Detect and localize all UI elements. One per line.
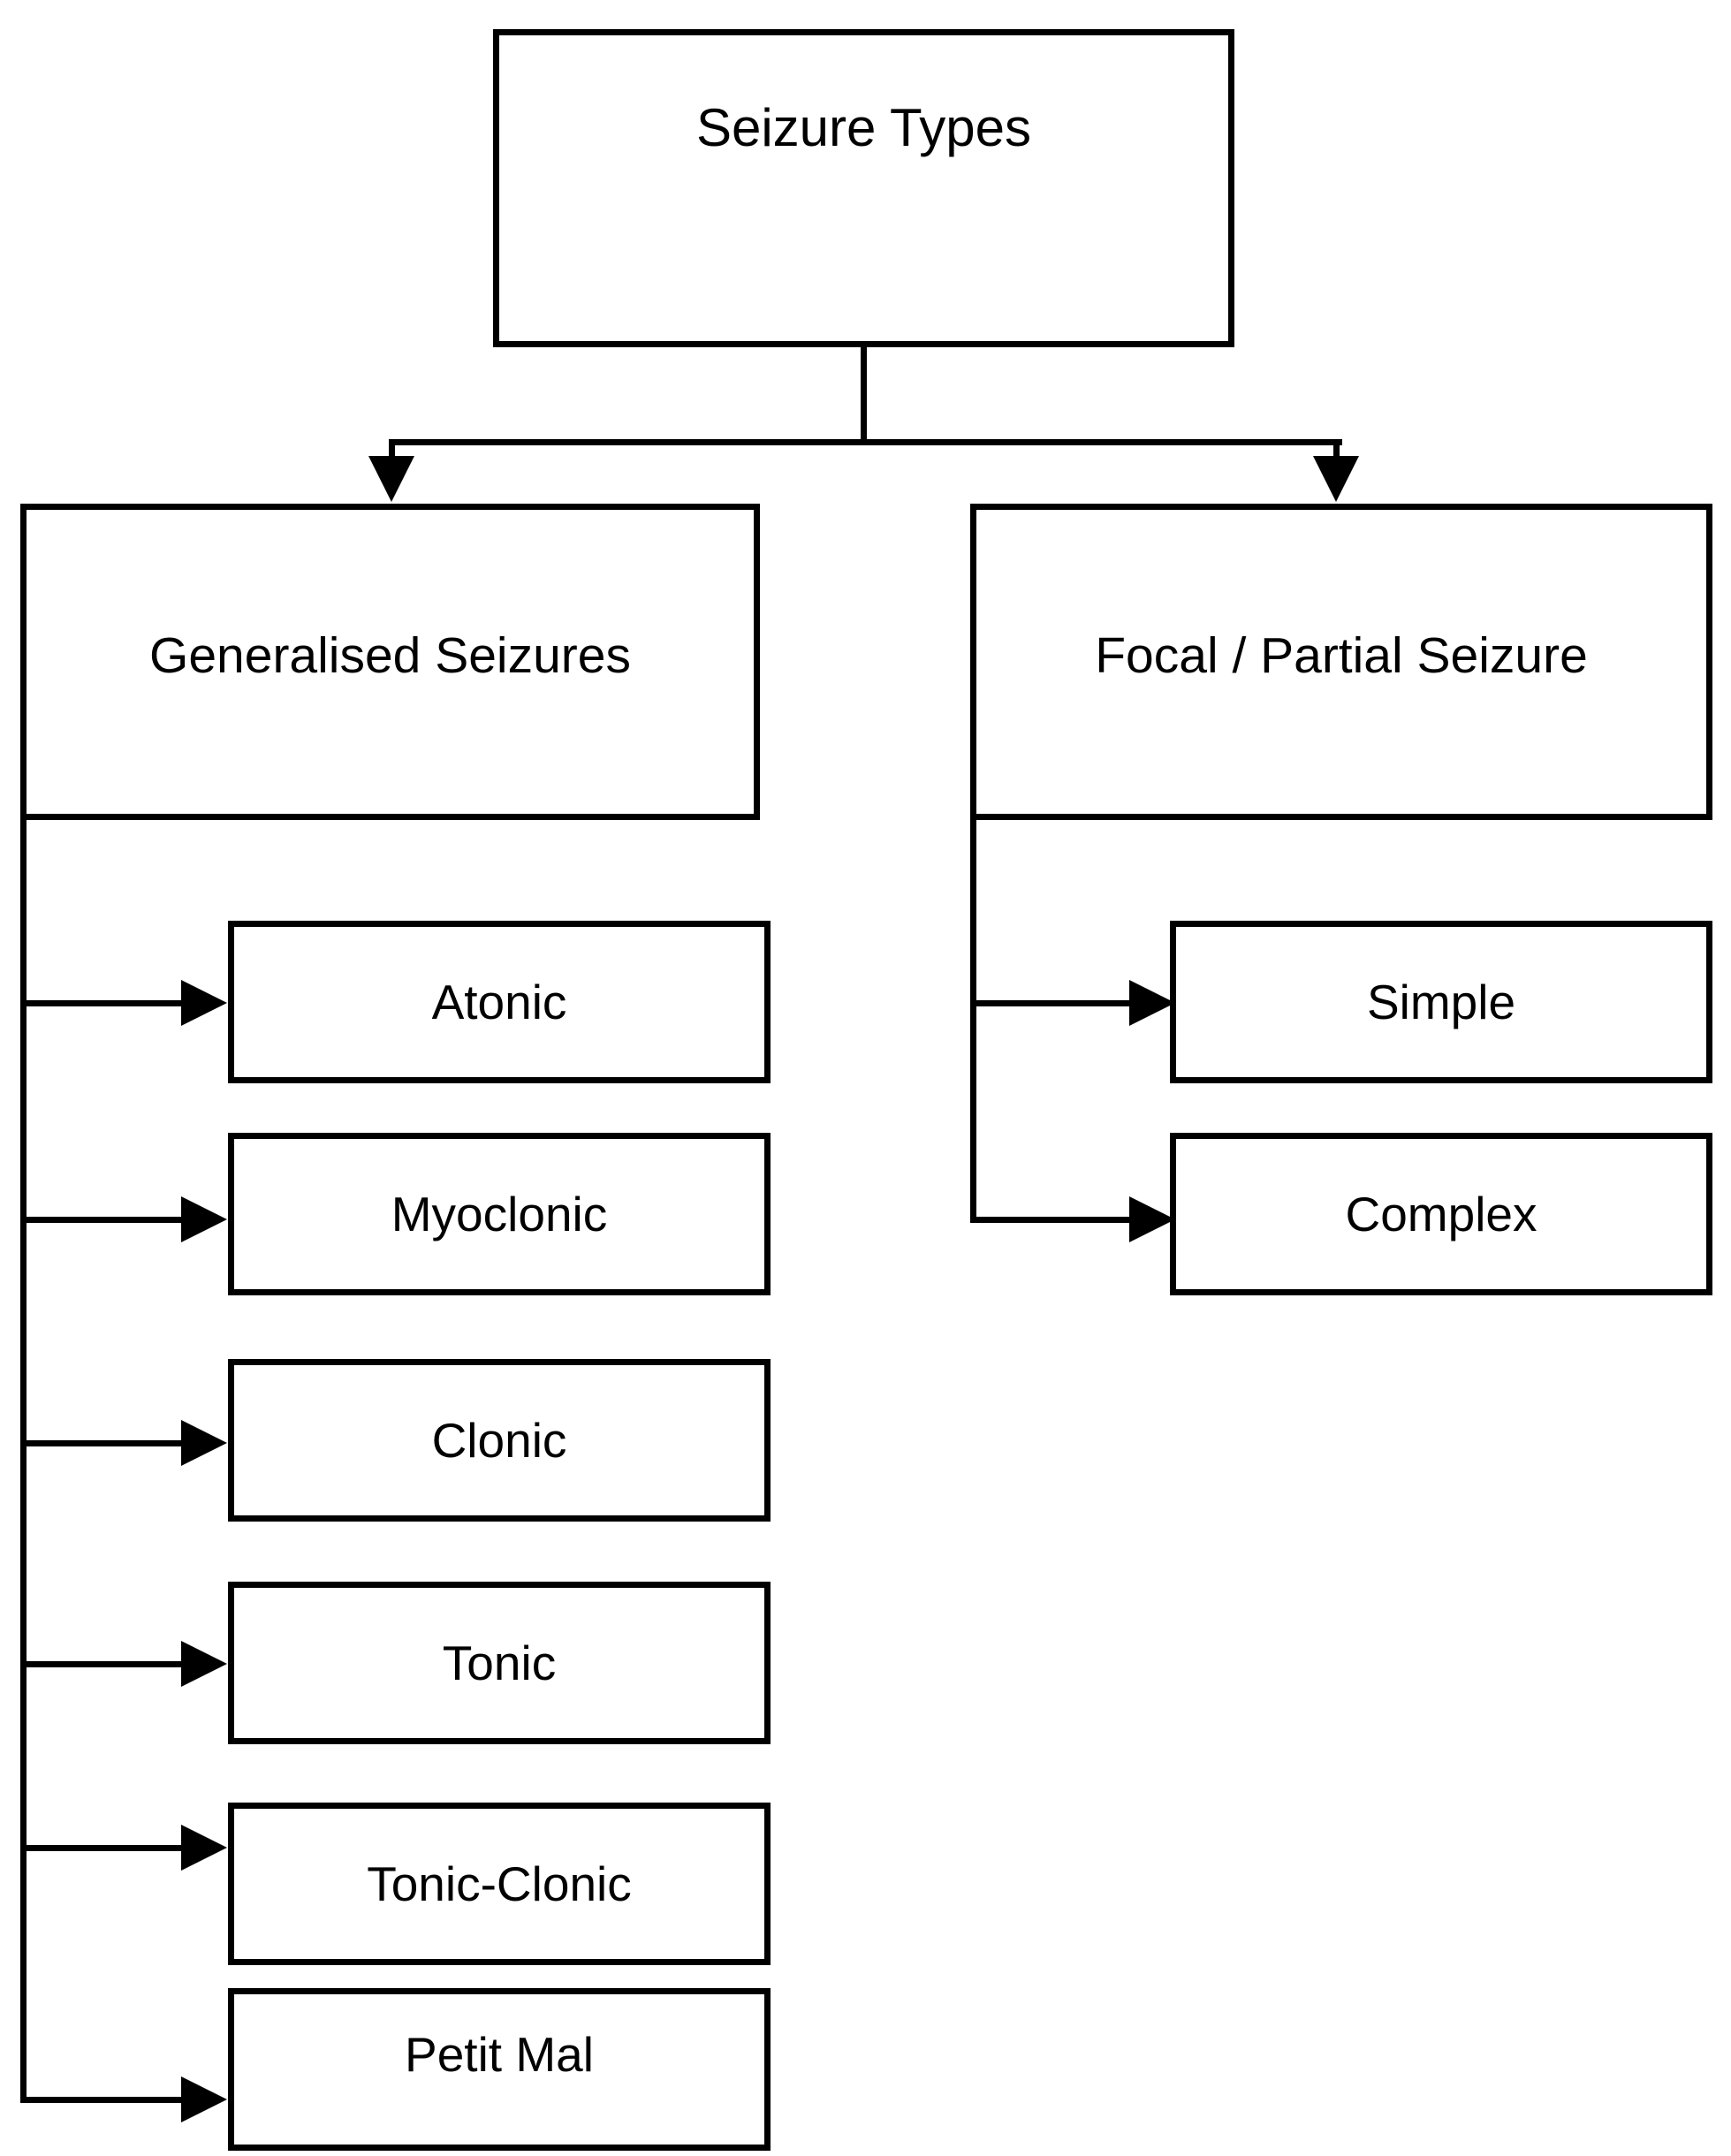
node-label: Seizure Types (695, 98, 1032, 157)
connector-to-clonic (20, 1440, 208, 1446)
node-label: Myoclonic (391, 1186, 608, 1241)
arrowhead-right-petit-mal (181, 2076, 227, 2122)
node-petit-mal[interactable]: Petit Mal (228, 1988, 771, 2151)
node-label: Atonic (431, 974, 567, 1029)
node-label: Clonic (431, 1412, 567, 1468)
arrowhead-right-complex (1129, 1196, 1175, 1242)
node-label: Focal / Partial Seizure (1095, 627, 1588, 684)
connector-to-tonic-clonic (20, 1845, 208, 1851)
connector-root-drop (861, 347, 867, 443)
arrowhead-down-focal (1313, 456, 1359, 502)
connector-branch-right-stem (1333, 439, 1340, 466)
node-label: Complex (1345, 1186, 1537, 1241)
arrowhead-down-generalised (368, 456, 414, 502)
connector-to-simple (970, 1000, 1158, 1006)
connector-to-atonic (20, 1000, 208, 1006)
connector-branch-left-stem (389, 439, 395, 466)
connector-generalised-spine (20, 820, 27, 2103)
arrowhead-right-tonic-clonic (181, 1825, 227, 1871)
connector-to-petit-mal (20, 2097, 208, 2103)
connector-root-bar (391, 439, 1342, 445)
arrowhead-right-tonic (181, 1641, 227, 1687)
node-tonic[interactable]: Tonic (228, 1582, 771, 1744)
connector-focal-spine (970, 820, 976, 1222)
node-atonic[interactable]: Atonic (228, 921, 771, 1083)
node-label: Simple (1366, 974, 1516, 1029)
arrowhead-right-clonic (181, 1420, 227, 1466)
node-focal-partial-seizure[interactable]: Focal / Partial Seizure (970, 504, 1712, 820)
node-label: Generalised Seizures (149, 627, 631, 684)
arrowhead-right-atonic (181, 980, 227, 1026)
node-simple[interactable]: Simple (1170, 921, 1712, 1083)
node-seizure-types[interactable]: Seizure Types (493, 29, 1234, 347)
arrowhead-right-simple (1129, 980, 1175, 1026)
node-label: Tonic-Clonic (367, 1856, 632, 1911)
node-clonic[interactable]: Clonic (228, 1359, 771, 1522)
node-complex[interactable]: Complex (1170, 1133, 1712, 1295)
node-label: Tonic (442, 1635, 557, 1690)
node-generalised-seizures[interactable]: Generalised Seizures (20, 504, 760, 820)
connector-to-myoclonic (20, 1217, 208, 1223)
node-tonic-clonic[interactable]: Tonic-Clonic (228, 1803, 771, 1965)
arrowhead-right-myoclonic (181, 1196, 227, 1242)
node-myoclonic[interactable]: Myoclonic (228, 1133, 771, 1295)
connector-to-complex (970, 1217, 1158, 1223)
connector-to-tonic (20, 1661, 208, 1667)
node-label: Petit Mal (405, 2027, 594, 2082)
